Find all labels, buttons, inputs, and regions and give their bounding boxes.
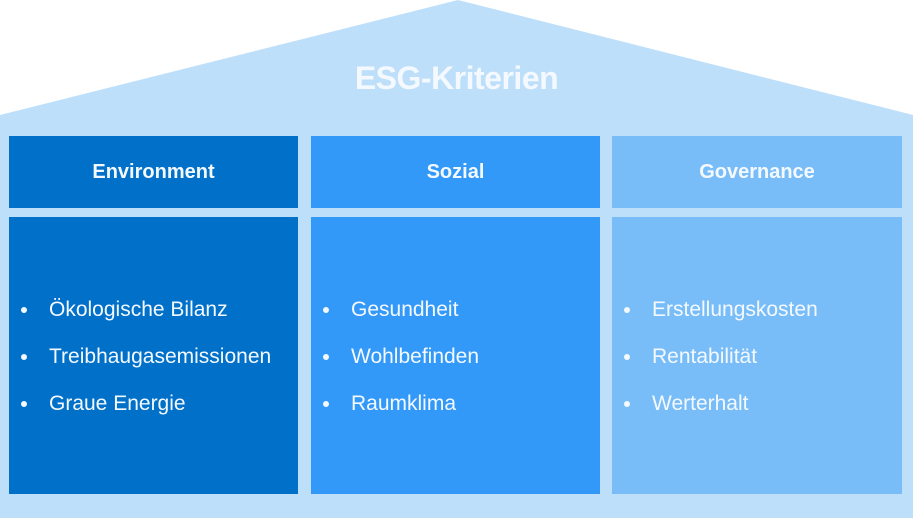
pillar-list: Gesundheit Wohlbefinden Raumklima bbox=[311, 295, 600, 436]
pillar-header-governance: Governance bbox=[612, 136, 902, 208]
pillar-list: Erstellungskosten Rentabilität Werterhal… bbox=[612, 295, 902, 436]
list-item: Raumklima bbox=[311, 389, 600, 436]
pillar-body-environment: Ökologische Bilanz Treibhaugasemissionen… bbox=[9, 217, 298, 494]
list-item: Erstellungskosten bbox=[612, 295, 902, 342]
list-item: Rentabilität bbox=[612, 342, 902, 389]
bullet-icon bbox=[624, 307, 630, 313]
bullet-icon bbox=[323, 401, 329, 407]
list-item: Ökologische Bilanz bbox=[9, 295, 298, 342]
pillar-body-governance: Erstellungskosten Rentabilität Werterhal… bbox=[612, 217, 902, 494]
bullet-icon bbox=[323, 307, 329, 313]
list-item: Werterhalt bbox=[612, 389, 902, 436]
bullet-icon bbox=[624, 401, 630, 407]
list-item: Treibhaugasemissionen bbox=[9, 342, 298, 389]
pillar-header-label: Governance bbox=[699, 160, 815, 183]
pillar-header-environment: Environment bbox=[9, 136, 298, 208]
pillar-list: Ökologische Bilanz Treibhaugasemissionen… bbox=[9, 295, 298, 436]
list-item: Gesundheit bbox=[311, 295, 600, 342]
pillar-header-label: Environment bbox=[92, 160, 215, 183]
bullet-icon bbox=[624, 354, 630, 360]
diagram-title: ESG-Kriterien bbox=[354, 60, 559, 96]
list-item: Wohlbefinden bbox=[311, 342, 600, 389]
bullet-icon bbox=[21, 354, 27, 360]
pillar-body-sozial: Gesundheit Wohlbefinden Raumklima bbox=[311, 217, 600, 494]
bullet-icon bbox=[21, 307, 27, 313]
bullet-icon bbox=[323, 354, 329, 360]
list-item: Graue Energie bbox=[9, 389, 298, 436]
pillar-header-sozial: Sozial bbox=[311, 136, 600, 208]
pillar-header-label: Sozial bbox=[426, 160, 485, 183]
bullet-icon bbox=[21, 401, 27, 407]
